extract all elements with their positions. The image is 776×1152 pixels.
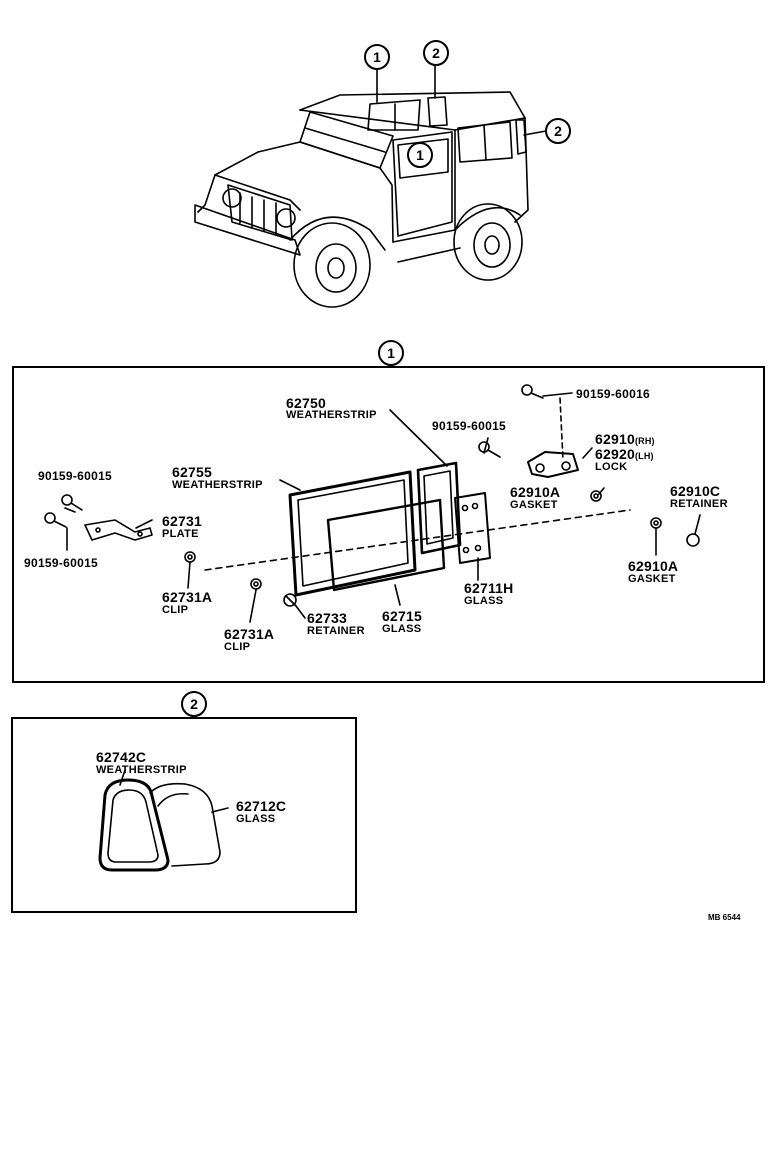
- part-62920-number: 62920(LH): [595, 446, 654, 462]
- part-62755-name: WEATHERSTRIP: [172, 479, 263, 491]
- part-90159-60015-left-bottom-number: 90159-60015: [24, 556, 99, 570]
- part-62910C-number: 62910C: [670, 483, 721, 499]
- section1-title: 1: [378, 340, 404, 366]
- part-62731A-left-name: CLIP: [162, 604, 189, 616]
- part-62733-number: 62733: [307, 610, 347, 626]
- part-62733-name: RETAINER: [307, 625, 365, 637]
- part-62910A-lower-number: 62910A: [628, 558, 679, 574]
- callout-1-side-window: 1: [364, 44, 390, 70]
- callout-1-door: 1: [407, 142, 433, 168]
- part-62715-number: 62715: [382, 608, 422, 624]
- section2-drawings: [98, 769, 229, 872]
- part-62910A-upper-number: 62910A: [510, 484, 561, 500]
- section2-frame: [11, 717, 357, 913]
- figure-code: MB 6544: [708, 913, 741, 922]
- part-62750-number: 62750: [286, 395, 326, 411]
- part-62750-name: WEATHERSTRIP: [286, 409, 377, 421]
- part-62755-number: 62755: [172, 464, 212, 480]
- part-62910C-name: RETAINER: [670, 498, 728, 510]
- section1-drawings: [44, 384, 701, 623]
- part-62715-name: GLASS: [382, 623, 422, 635]
- part-62742C-name: WEATHERSTRIP: [96, 764, 187, 776]
- section2-title: 2: [181, 691, 207, 717]
- part-62731-number: 62731: [162, 513, 202, 529]
- part-90159-60016-number: 90159-60016: [576, 387, 651, 401]
- section1-frame: [12, 366, 765, 683]
- part-62731-name: PLATE: [162, 528, 199, 540]
- part-62920-name: LOCK: [595, 461, 628, 473]
- part-62731A-right-number: 62731A: [224, 626, 275, 642]
- part-62731A-left-number: 62731A: [162, 589, 213, 605]
- part-62712C-name: GLASS: [236, 813, 276, 825]
- callout-2-rear-corner: 2: [545, 118, 571, 144]
- vehicle-illustration: [194, 62, 547, 308]
- part-62910A-upper-name: GASKET: [510, 499, 558, 511]
- part-62712C-number: 62712C: [236, 798, 287, 814]
- callout-2-quarter-window: 2: [423, 40, 449, 66]
- part-62711H-name: GLASS: [464, 595, 504, 607]
- part-62742C-number: 62742C: [96, 749, 147, 765]
- part-90159-60015-top-number: 90159-60015: [432, 419, 507, 433]
- part-62910-number: 62910(RH): [595, 431, 655, 447]
- part-90159-60015-left-top-number: 90159-60015: [38, 469, 113, 483]
- part-62910A-lower-name: GASKET: [628, 573, 676, 585]
- part-62711H-number: 62711H: [464, 580, 514, 596]
- part-62731A-right-name: CLIP: [224, 641, 251, 653]
